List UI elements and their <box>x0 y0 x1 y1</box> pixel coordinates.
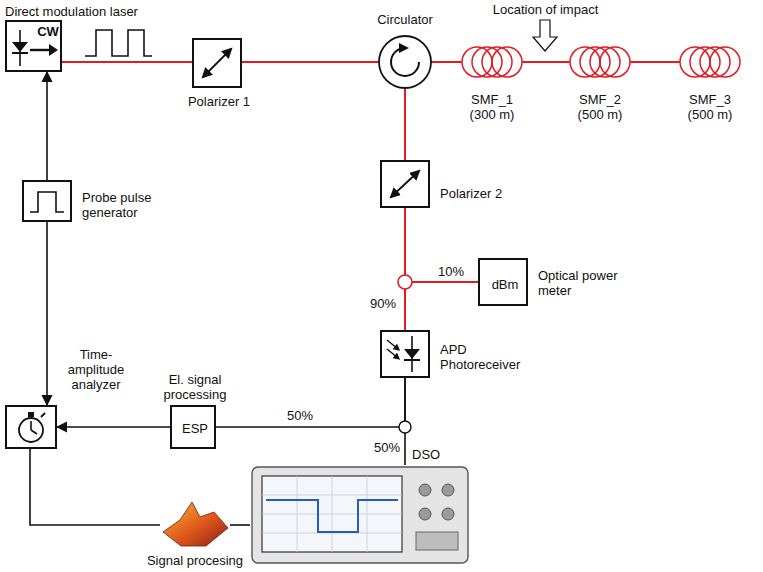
split-ratio: 50% <box>285 408 315 423</box>
box-text: CW <box>34 24 62 39</box>
box-caption: SMF_1 (300 m) <box>457 92 527 122</box>
laser-box: Direct modulation laserCW <box>5 20 62 72</box>
photodiode-bar <box>404 359 420 361</box>
pulse-waveform <box>85 30 152 56</box>
coil-loop <box>600 47 630 77</box>
stopwatch-hand <box>31 430 37 434</box>
photoreceiver-box: APD Photoreceiver <box>380 330 430 378</box>
optical-fiber <box>404 208 406 330</box>
split-ratio: 10% <box>436 264 466 279</box>
fiber-spool: SMF_2 (500 m) <box>570 38 630 86</box>
stopwatch-face <box>19 418 43 442</box>
signal-wire <box>216 378 405 427</box>
box-caption: Optical power meter <box>538 268 633 298</box>
split-ratio: 90% <box>368 296 398 311</box>
pulse-symbol <box>30 192 64 212</box>
coil-loop <box>492 47 522 77</box>
box-caption: Signal procesing <box>115 553 275 568</box>
box-text: dBm <box>480 277 530 292</box>
split-ratio: 50% <box>372 440 402 455</box>
box-caption: APD Photoreceiver <box>440 342 540 372</box>
laser-diode-triangle <box>12 42 28 52</box>
circulator-arrow <box>391 48 419 76</box>
annotation-label: Location of impact <box>488 2 603 17</box>
power-meter-box: dBmOptical power meter <box>478 258 528 306</box>
optical-fiber <box>404 88 406 160</box>
signal-wire <box>57 426 170 428</box>
electrical-splitter <box>399 421 411 433</box>
light-arrow <box>387 349 398 358</box>
fiber-spool: SMF_3 (500 m) <box>680 38 740 86</box>
signal-wire <box>30 449 160 525</box>
polarizer-box: Polarizer 2 <box>380 160 430 208</box>
coil-loop <box>710 47 740 77</box>
box-caption: Circulator <box>355 12 455 27</box>
box-caption: SMF_3 (500 m) <box>675 92 745 122</box>
oscilloscope-knob <box>419 484 431 496</box>
processing-box: El. signal processingESP <box>170 405 216 449</box>
polarizer-axis <box>203 49 231 77</box>
stopwatch-hand <box>30 421 32 430</box>
fiber-coil <box>680 47 740 77</box>
circulator-symbol <box>379 36 431 88</box>
polarizer-axis <box>391 171 419 197</box>
light-arrow <box>387 340 398 349</box>
oscilloscope: DSO <box>250 465 470 565</box>
pulse-generator-box: Probe pulse generator <box>22 180 72 222</box>
optical-fiber <box>431 61 462 63</box>
optical-fiber <box>62 61 192 63</box>
box-caption: Probe pulse generator <box>82 190 172 220</box>
laser-diode-bar <box>12 52 28 54</box>
oscilloscope-buttons <box>416 532 458 550</box>
box-caption: Polarizer 2 <box>440 186 540 201</box>
oscilloscope-screen <box>262 476 402 552</box>
screen-grid <box>262 476 402 552</box>
box-text: ESP <box>172 421 218 436</box>
impact-arrow <box>533 20 557 51</box>
laser-output-arrow <box>30 49 50 51</box>
box-caption: Time- amplitude analyzer <box>60 347 132 392</box>
stopwatch-button <box>41 413 45 417</box>
stopwatch-crown <box>28 412 34 417</box>
fiber-coil <box>570 47 630 77</box>
optical-coupler <box>398 275 412 289</box>
signal-wire <box>46 72 48 180</box>
optical-fiber <box>405 208 478 282</box>
circulator: Circulator <box>379 36 431 88</box>
oscilloscope-body <box>252 467 468 563</box>
laser-output-arrowhead <box>49 44 58 56</box>
polarizer-box: Polarizer 1 <box>192 38 242 88</box>
optical-fiber <box>522 61 570 63</box>
box-caption: SMF_2 (500 m) <box>565 92 635 122</box>
photodiode-triangle <box>404 349 420 359</box>
signal-wire <box>230 524 250 526</box>
oscilloscope-knob <box>442 508 454 520</box>
optical-fiber <box>242 61 379 63</box>
box-caption: Direct modulation laser <box>5 4 180 19</box>
processing-icon: Signal procesing <box>160 500 230 550</box>
fiber-coil <box>462 47 522 77</box>
oscilloscope-knob <box>442 484 454 496</box>
box-caption: El. signal processing <box>160 372 230 402</box>
analyzer-box: Time- amplitude analyzer <box>5 405 57 449</box>
surface-plot-icon <box>163 502 228 546</box>
box-caption: DSO <box>412 447 452 462</box>
optical-fiber <box>630 61 680 63</box>
fiber-spool: SMF_1 (300 m) <box>462 38 522 86</box>
box-caption: Polarizer 1 <box>169 94 269 109</box>
screen-trace <box>266 500 398 532</box>
signal-wire <box>46 222 48 405</box>
oscilloscope-knob <box>419 508 431 520</box>
